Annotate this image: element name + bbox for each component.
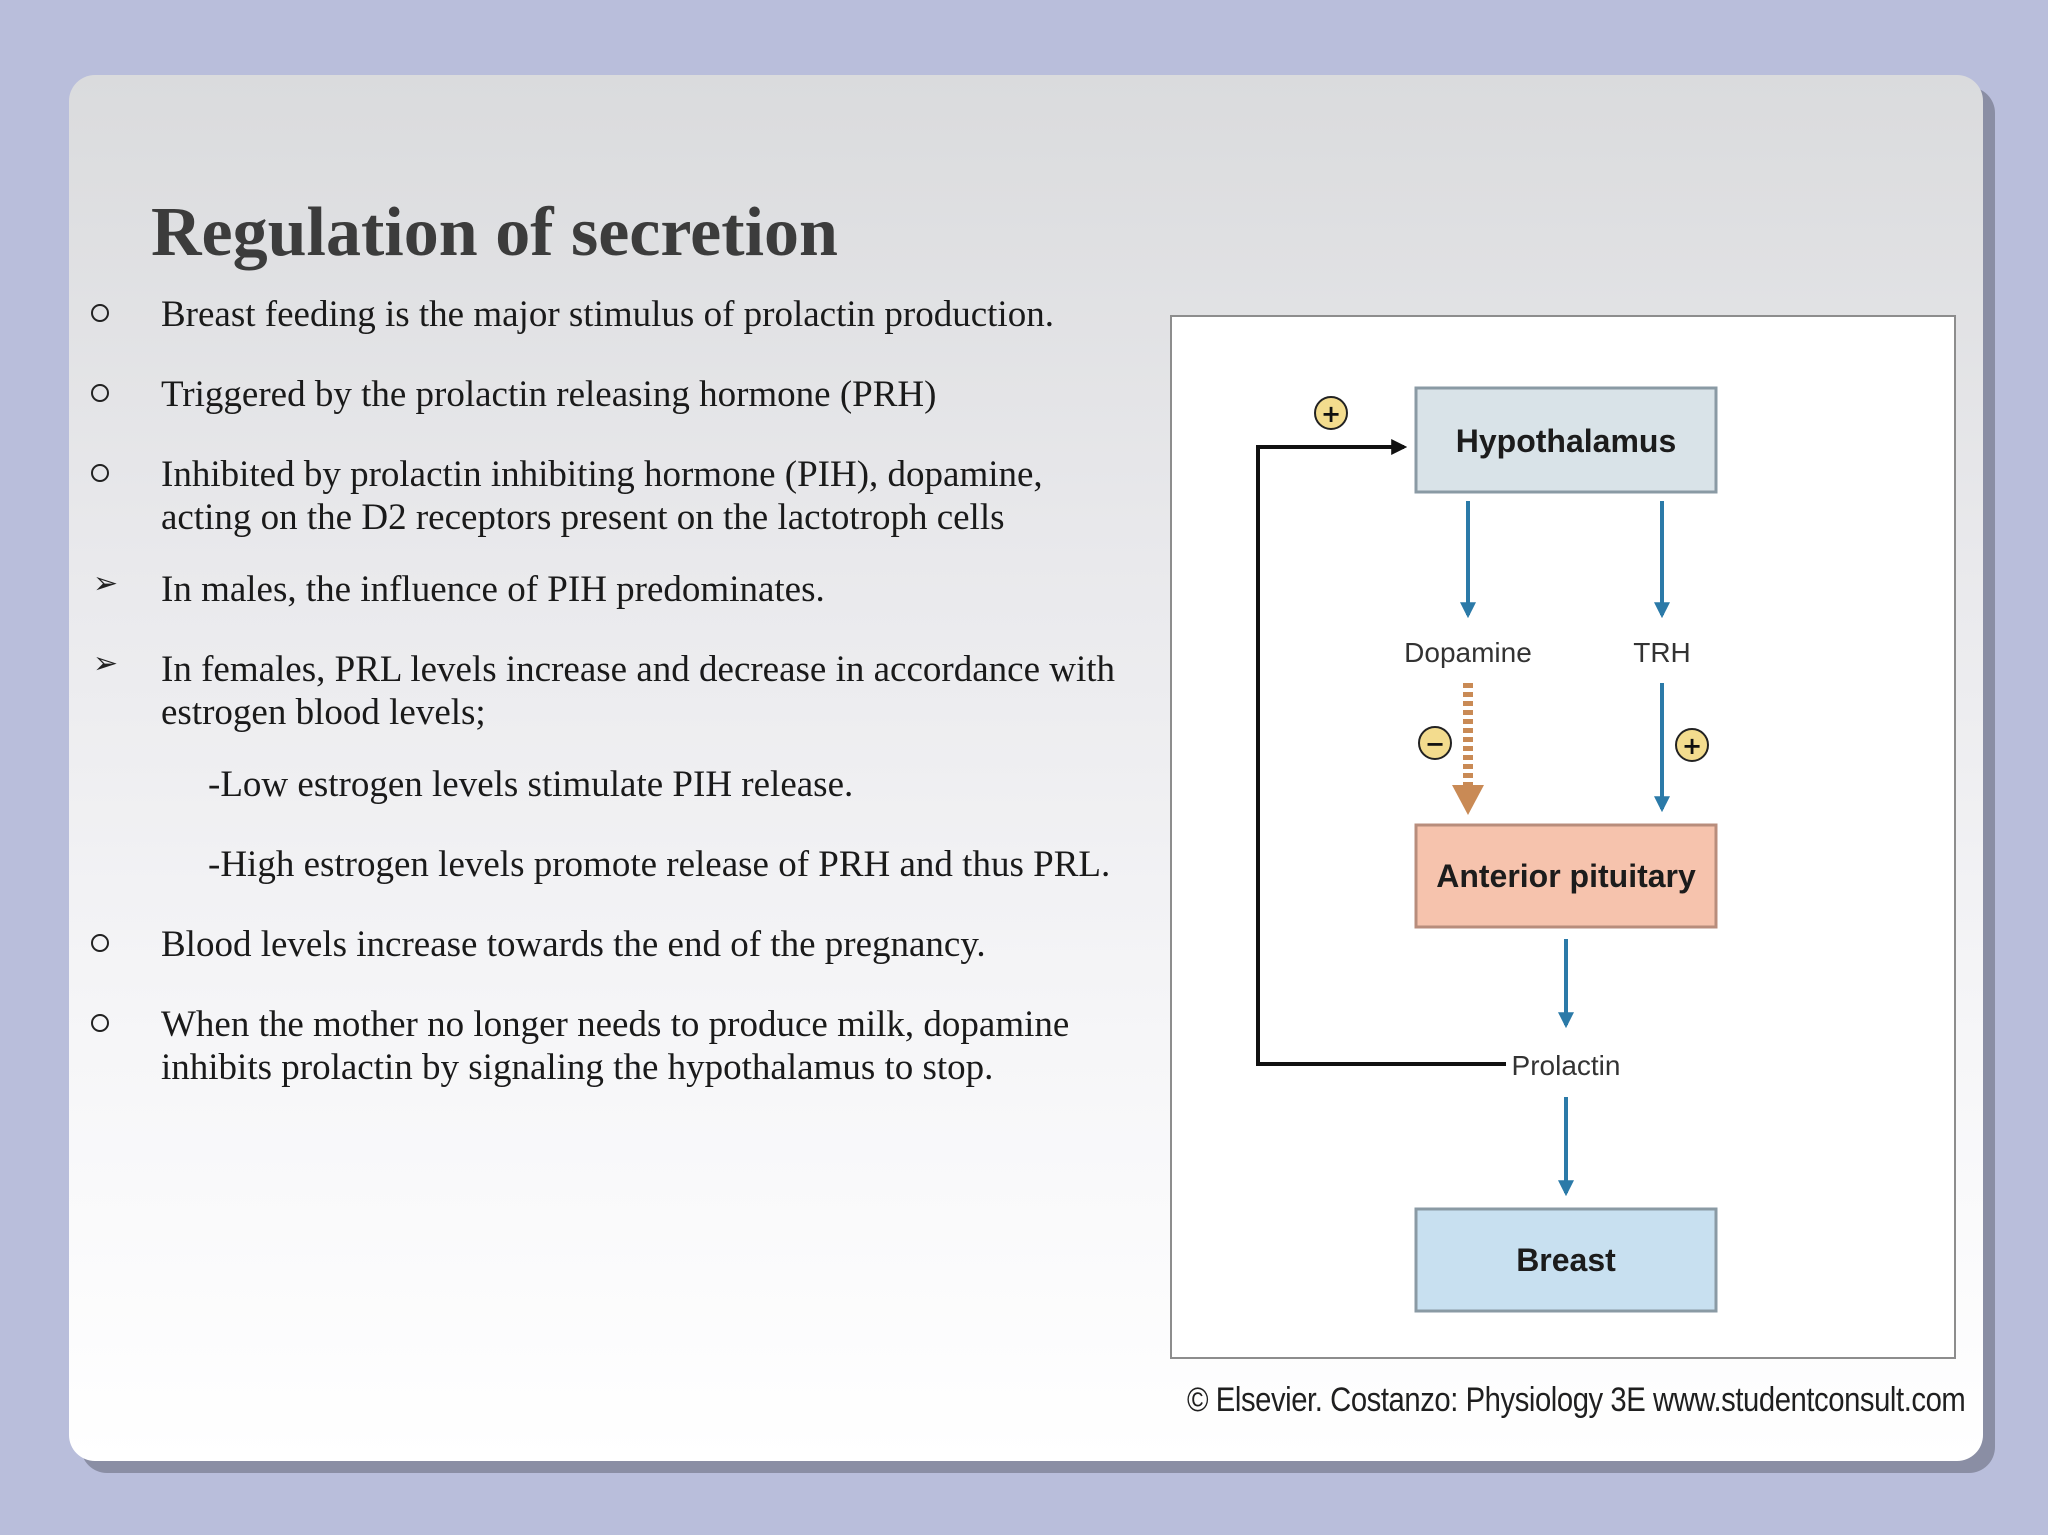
trh-label: TRH	[1633, 637, 1691, 668]
bullet-text: estrogen blood levels;	[161, 692, 486, 733]
feedback-plus-label: +	[1321, 400, 1341, 428]
slide-title: Regulation of secretion	[151, 194, 838, 271]
feedback-plus-sign	[1314, 396, 1348, 430]
feedback-arrow	[1256, 439, 1506, 1066]
hypothalamus-box	[1414, 386, 1718, 494]
bullet-text: Blood levels increase towards the end of…	[161, 924, 986, 965]
breast-label: Breast	[1516, 1242, 1616, 1278]
dopamine-label: Dopamine	[1404, 637, 1532, 668]
arrow-bullet-icon: ➢	[93, 566, 119, 601]
breast-node: Breast	[1414, 1207, 1718, 1313]
bullet-text: When the mother no longer needs to produ…	[161, 1004, 1070, 1045]
anterior-pituitary-box	[1414, 823, 1718, 929]
bullet-text: inhibits prolactin by signaling the hypo…	[161, 1047, 994, 1088]
bullet-text: Inhibited by prolactin inhibiting hormon…	[161, 454, 1043, 495]
trh-plus-label: +	[1682, 732, 1702, 760]
hypothalamus-node: Hypothalamus	[1414, 386, 1718, 494]
hypothalamus-label: Hypothalamus	[1456, 423, 1676, 459]
prolactin-path: Prolactin	[1512, 939, 1621, 1197]
prolactin-regulation-diagram: Hypothalamus + Dopamine − TRH	[1170, 315, 1956, 1359]
bullet-text: Triggered by the prolactin releasing hor…	[161, 374, 937, 415]
bullet-text: Breast feeding is the major stimulus of …	[161, 294, 1054, 335]
dopamine-path: Dopamine −	[1404, 501, 1532, 815]
dopamine-arrow-head	[1452, 785, 1484, 815]
breast-box	[1414, 1207, 1718, 1313]
trh-path: TRH +	[1633, 501, 1709, 813]
arrow-bullet-icon: ➢	[93, 646, 119, 681]
dopamine-minus-sign	[1418, 726, 1452, 760]
circle-bullet-icon	[91, 384, 109, 402]
dopamine-minus-label: −	[1425, 730, 1445, 758]
circle-bullet-icon	[91, 304, 109, 322]
bullet-text: In males, the influence of PIH predomina…	[161, 569, 825, 610]
bullet-text: In females, PRL levels increase and decr…	[161, 649, 1116, 690]
trh-plus-sign	[1675, 728, 1709, 762]
diagram-canvas: Hypothalamus + Dopamine − TRH	[1256, 386, 1718, 1313]
figure-credit: © Elsevier. Costanzo: Physiology 3E www.…	[1187, 1381, 1966, 1419]
bullet-text: -High estrogen levels promote release of…	[208, 844, 1111, 885]
bullet-text: acting on the D2 receptors present on th…	[161, 497, 1005, 538]
circle-bullet-icon	[91, 934, 109, 952]
feedback-loop: +	[1256, 396, 1506, 1066]
anterior-pituitary-label: Anterior pituitary	[1436, 858, 1696, 894]
prolactin-label: Prolactin	[1512, 1050, 1621, 1081]
anterior-pituitary-node: Anterior pituitary	[1414, 823, 1718, 929]
slide: Regulation of secretion Breast feeding i…	[69, 75, 1983, 1461]
bullet-text: -Low estrogen levels stimulate PIH relea…	[208, 764, 854, 805]
circle-bullet-icon	[91, 464, 109, 482]
circle-bullet-icon	[91, 1014, 109, 1032]
